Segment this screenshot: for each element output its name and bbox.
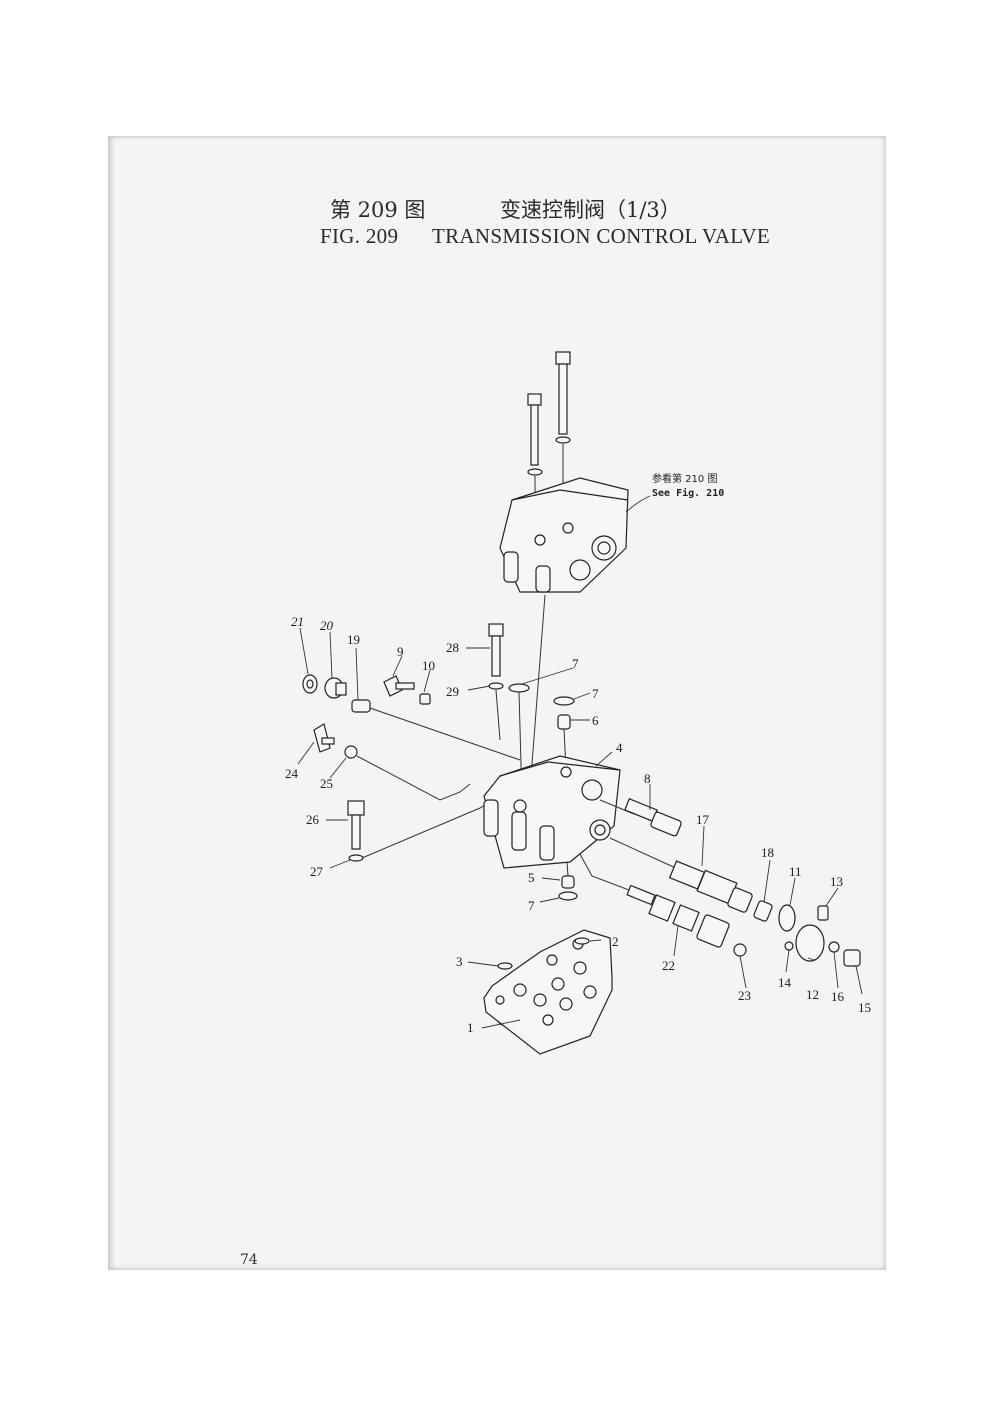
part-number-labels: 1 2 3 4 5 6 7 7 7 8 9 10 11 12 13 14 15 … bbox=[285, 614, 871, 1035]
figure-title-english: FIG. 209 TRANSMISSION CONTROL VALVE bbox=[320, 224, 770, 249]
part-label: 5 bbox=[528, 870, 535, 885]
part-label: 21 bbox=[291, 614, 304, 629]
part-label: 7 bbox=[528, 898, 535, 913]
base-plate bbox=[483, 929, 613, 1055]
part-label: 16 bbox=[831, 989, 845, 1004]
figure-number-english: FIG. 209 bbox=[320, 224, 399, 248]
figure-title-chinese: 第 209 图 变速控制阀（1/3） bbox=[330, 194, 770, 224]
part-label: 7 bbox=[592, 686, 599, 701]
reference-english: See Fig. 210 bbox=[652, 487, 724, 499]
lower-plug-5 bbox=[558, 861, 578, 901]
spool-assembly-22 bbox=[579, 853, 747, 957]
part-label: 25 bbox=[320, 776, 333, 791]
part-label: 2 bbox=[612, 934, 619, 949]
part-label: 18 bbox=[761, 845, 774, 860]
figure-caption-chinese: 变速控制阀（1/3） bbox=[500, 198, 681, 222]
spool-assembly-17 bbox=[609, 837, 796, 932]
part-label: 12 bbox=[806, 987, 819, 1002]
part-label: 20 bbox=[320, 618, 334, 633]
part-label: 23 bbox=[738, 988, 751, 1003]
end-cover-parts bbox=[784, 905, 861, 967]
left-lower-parts bbox=[313, 723, 471, 801]
spool-8 bbox=[599, 798, 682, 837]
part-label: 11 bbox=[789, 864, 802, 879]
part-label: 28 bbox=[446, 640, 459, 655]
part-label: 19 bbox=[347, 632, 360, 647]
part-label: 1 bbox=[467, 1020, 474, 1035]
part-label: 4 bbox=[616, 740, 623, 755]
figure-caption-english: TRANSMISSION CONTROL VALVE bbox=[432, 224, 771, 248]
main-valve-body bbox=[483, 755, 621, 869]
o-rings-upper bbox=[508, 683, 575, 801]
part-label: 7 bbox=[572, 656, 579, 671]
left-upper-parts bbox=[302, 674, 521, 761]
part-label: 14 bbox=[778, 975, 792, 990]
upper-valve-body bbox=[499, 477, 651, 593]
reference-chinese: 参看第 210 图 bbox=[652, 472, 717, 485]
part-label: 13 bbox=[830, 874, 843, 889]
part-label: 8 bbox=[644, 771, 651, 786]
part-label: 26 bbox=[306, 812, 320, 827]
bolt-28 bbox=[488, 623, 504, 741]
part-label: 3 bbox=[456, 954, 463, 969]
figure-number-chinese: 第 209 图 bbox=[330, 198, 426, 222]
part-label: 9 bbox=[397, 644, 404, 659]
page-number: 74 bbox=[240, 1252, 258, 1268]
part-label: 17 bbox=[696, 812, 710, 827]
part-label: 15 bbox=[858, 1000, 871, 1015]
leader-lines bbox=[297, 627, 863, 1029]
part-label: 29 bbox=[446, 684, 459, 699]
part-label: 6 bbox=[592, 713, 599, 728]
part-label: 22 bbox=[662, 958, 675, 973]
bolt-26 bbox=[347, 795, 501, 862]
part-label: 24 bbox=[285, 766, 299, 781]
part-label: 10 bbox=[422, 658, 435, 673]
part-label: 27 bbox=[310, 864, 324, 879]
